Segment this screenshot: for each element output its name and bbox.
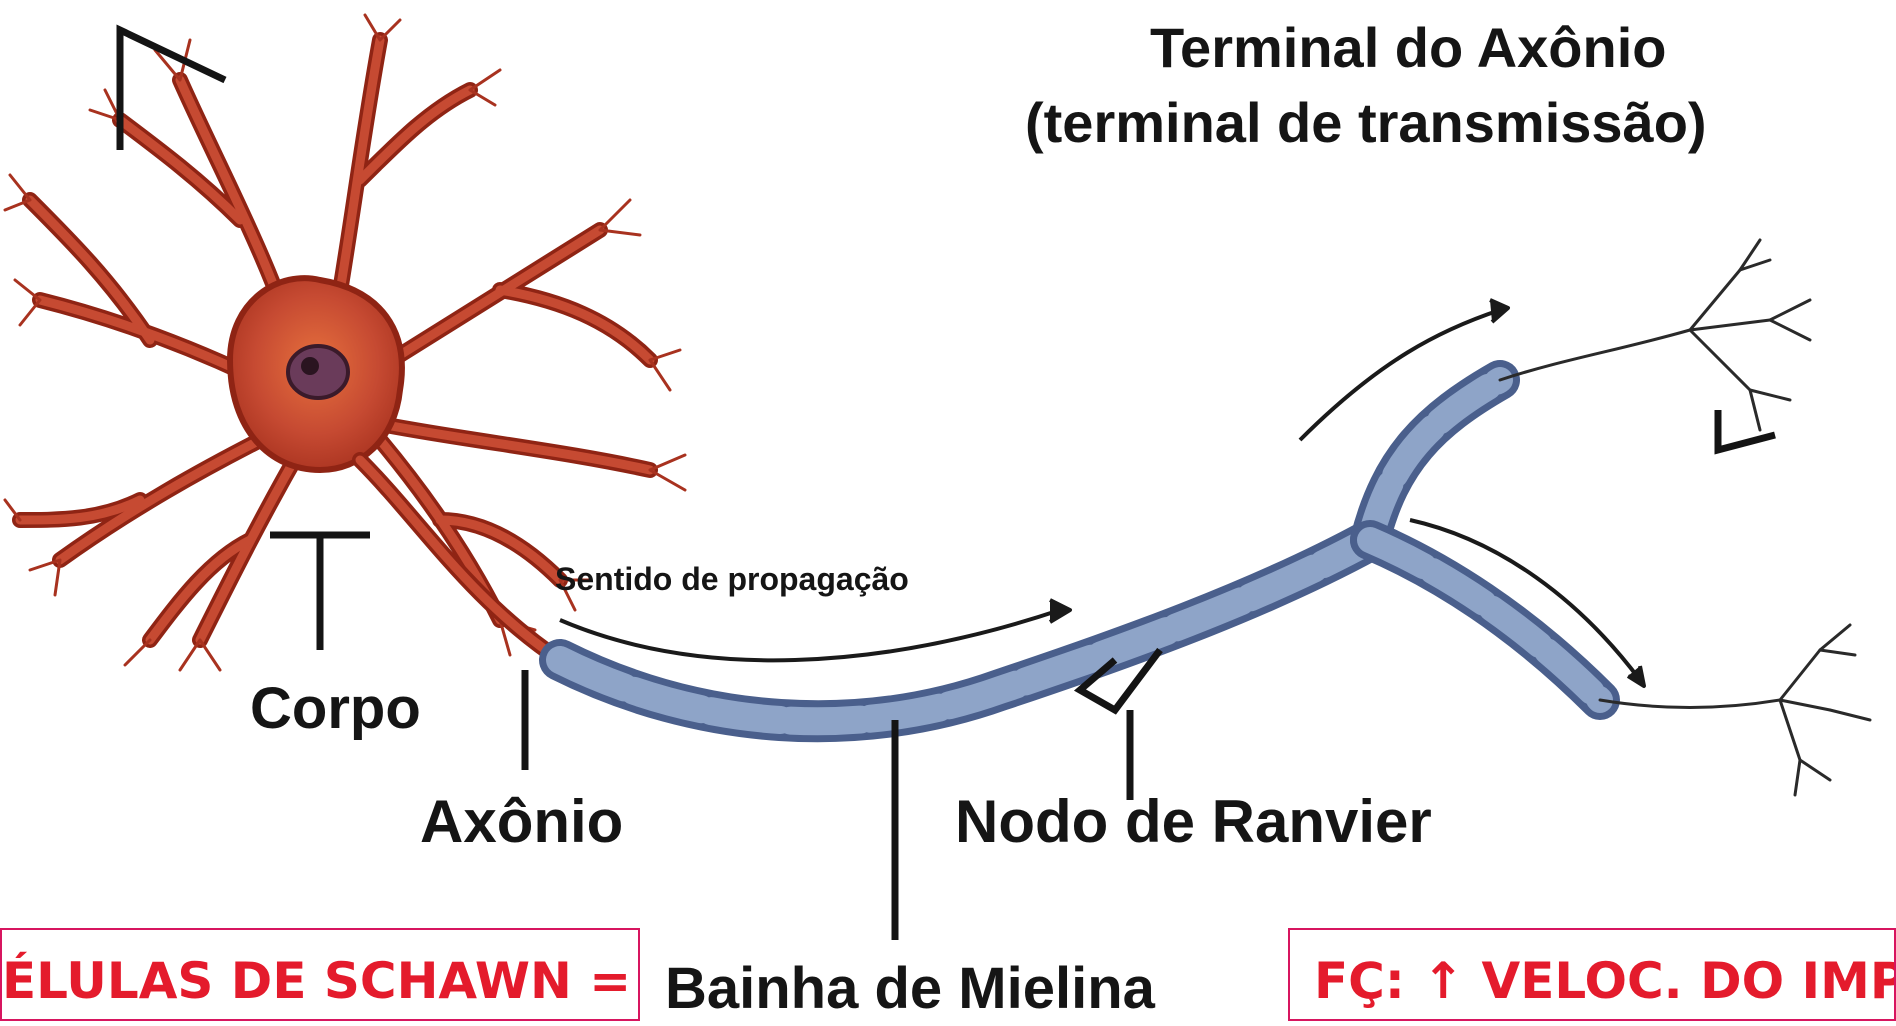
cell-body xyxy=(226,275,405,474)
node-of-ranvier-label: Nodo de Ranvier xyxy=(955,788,1432,855)
propagation-arrows xyxy=(559,298,1646,688)
body-label: Corpo xyxy=(250,676,421,741)
function-text: FÇ: ↑ VELOC. DO IMP. xyxy=(1314,952,1896,1010)
terminal-title-label: Terminal do Axônio xyxy=(1150,16,1667,79)
axon-label: Axônio xyxy=(420,788,624,855)
schwann-cells-text: ÉLULAS DE SCHAWN = xyxy=(2,952,632,1010)
propagation-label: Sentido de propagação xyxy=(555,561,909,597)
terminal-subtitle-label: (terminal de transmissão) xyxy=(1025,91,1707,154)
schwann-cells-note: ÉLULAS DE SCHAWN = xyxy=(0,928,640,1021)
function-note: FÇ: ↑ VELOC. DO IMP. xyxy=(1288,928,1896,1021)
pointer-lines xyxy=(116,24,1776,940)
myelin-sheath xyxy=(539,360,1620,743)
myelin-sheath-label: Bainha de Mielina xyxy=(665,956,1155,1021)
axon-terminals xyxy=(1498,238,1872,797)
